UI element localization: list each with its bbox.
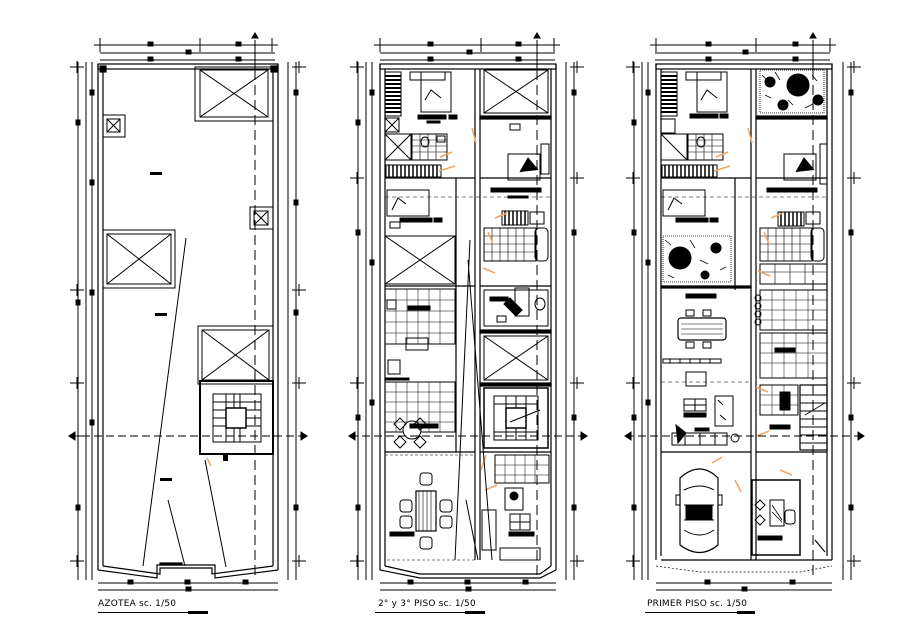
- title-underline: [98, 612, 208, 613]
- title-underline: [375, 612, 485, 613]
- title-underline-bar: [465, 611, 485, 614]
- door-swings: [711, 127, 793, 493]
- plan-title-primer-piso: PRIMER PISO sc. 1/50: [647, 599, 748, 609]
- side-dimensions: [624, 61, 865, 580]
- plan-azotea: [68, 32, 308, 592]
- walls: [379, 63, 557, 579]
- bedroom-1: [384, 71, 458, 124]
- slope-lines: [142, 237, 227, 568]
- plan-segundo-tercer-piso: [348, 32, 588, 592]
- top-dimensions: [650, 32, 836, 70]
- garden-patio-top: [759, 69, 825, 114]
- plan-title-azotea: AZOTEA sc. 1/50: [98, 599, 177, 609]
- kitchen-lower-2: [481, 454, 550, 561]
- bathroom-1: [384, 117, 448, 178]
- skylight-middle: [102, 229, 176, 289]
- walls: [97, 63, 279, 579]
- bathroom-2-ground: [759, 211, 828, 285]
- top-dimensions: [94, 32, 278, 70]
- duct-shaft-right: [249, 206, 274, 230]
- study-2: [483, 287, 549, 327]
- bedroom-3-ground: [766, 143, 828, 193]
- plan-primer-piso: [624, 32, 865, 592]
- bedroom-2-ground: [662, 189, 719, 223]
- dining-ground: [662, 293, 727, 364]
- garden-patio-left: [662, 235, 732, 283]
- bathroom-1-ground: [660, 118, 724, 178]
- stair-ground: [759, 384, 828, 451]
- dining-room-2: [384, 454, 476, 561]
- slope-lines: [454, 239, 493, 561]
- kitchen-2: [384, 288, 456, 381]
- bottom-dimensions: [380, 579, 556, 592]
- bottom-dimensions: [656, 579, 832, 592]
- office-ground: [751, 479, 801, 556]
- side-dimensions: [68, 61, 308, 580]
- light-well-left: [384, 235, 456, 285]
- garage-car: [675, 468, 723, 554]
- side-dimensions: [348, 61, 588, 580]
- title-underline-bar: [188, 611, 208, 614]
- kitchen-ground: [754, 289, 828, 379]
- door-swings: [438, 127, 508, 491]
- light-well-top-right: [483, 69, 549, 131]
- skylight-lower: [197, 325, 274, 385]
- stair-enclosure: [199, 380, 274, 455]
- duct-shaft-left: [102, 114, 126, 138]
- stair-2: [483, 387, 549, 449]
- plan-title-segundo-tercer-piso: 2° y 3° PISO sc. 1/50: [378, 599, 476, 609]
- title-underline: [645, 612, 755, 613]
- dining-2: [384, 381, 456, 449]
- light-well-mid-right: [483, 335, 549, 381]
- level-markers: [150, 172, 228, 481]
- top-dimensions: [374, 32, 560, 70]
- door-swing: [206, 457, 212, 467]
- title-underline-bar: [737, 611, 755, 614]
- skylight-top: [194, 66, 274, 122]
- living-ground: [671, 371, 740, 446]
- bathroom-2: [483, 210, 549, 262]
- bedroom-2: [386, 189, 443, 229]
- walls: [655, 63, 833, 573]
- bedroom-3: [490, 143, 550, 199]
- bottom-dimensions: [98, 579, 278, 592]
- bedroom-1-ground: [660, 71, 729, 119]
